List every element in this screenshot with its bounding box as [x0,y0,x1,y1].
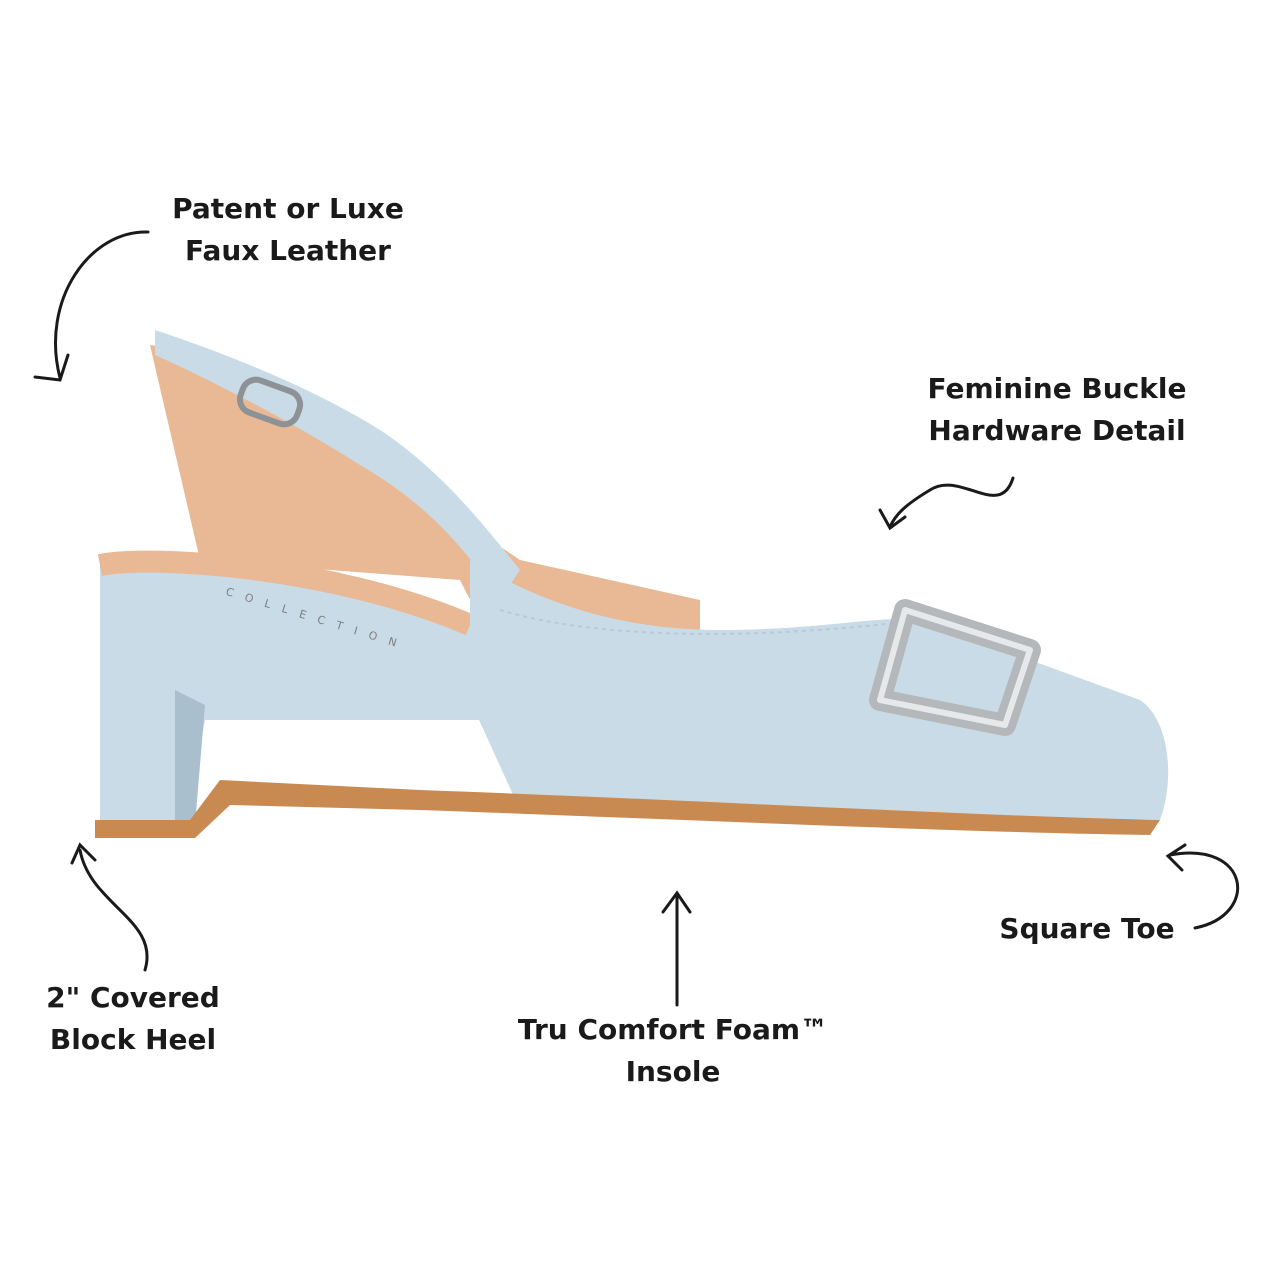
arrow-material [54,230,150,380]
ornamental-buckle [869,599,1041,736]
insole-edge [97,550,475,636]
callout-insole: Tru Comfort Foam™ Insole [518,1009,828,1093]
callout-heel-line1: 2" Covered [46,981,220,1014]
callout-buckle: Feminine Buckle Hardware Detail [927,368,1186,452]
arrow-buckle [888,476,1015,529]
callout-heel: 2" Covered Block Heel [46,977,220,1061]
callout-buckle-line1: Feminine Buckle [927,372,1187,405]
callout-toe-line1: Square Toe [999,912,1175,945]
callout-material-line2: Faux Leather [185,234,391,267]
arrow-toe [1168,851,1240,930]
callout-arrows [33,230,1240,1007]
block-heel [100,580,500,825]
callout-insole-line1: Tru Comfort Foam™ [517,1013,829,1046]
callout-heel-line2: Block Heel [49,1023,217,1056]
strap-buckle [236,376,304,428]
callout-material-line1: Patent or Luxe [172,192,404,225]
callout-toe: Square Toe [999,908,1174,950]
shoe-upper [470,560,1169,820]
slingback-strap [155,330,520,600]
callout-insole-line2: Insole [625,1055,721,1088]
heel-shadow [175,690,205,825]
callout-buckle-line2: Hardware Detail [928,414,1186,447]
shoe-sole [95,780,1160,838]
arrow-heel [78,848,149,972]
callout-material: Patent or Luxe Faux Leather [172,188,404,272]
